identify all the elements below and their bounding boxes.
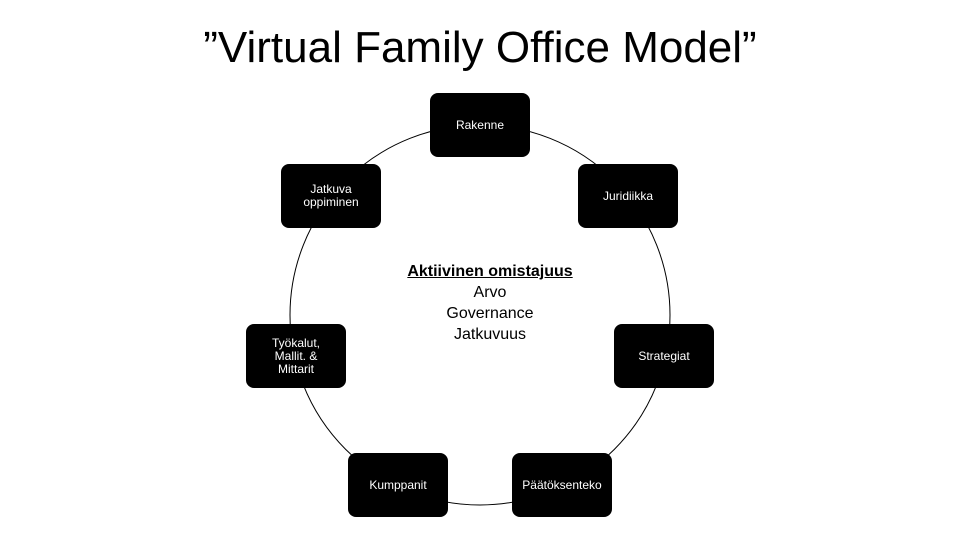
node-kumppanit: Kumppanit [348,453,448,517]
slide-title: ”Virtual Family Office Model” [203,23,757,72]
node-tyokalut: Työkalut, Mallit. & Mittarit [246,324,346,388]
center-line-governance: Governance [446,305,534,322]
node-juridiikka: Juridiikka [578,164,678,228]
node-paatoksenteko: Päätöksenteko [512,453,612,517]
node-strategiat: Strategiat [614,324,714,388]
node-jatkuva-oppiminen: Jatkuva oppiminen [281,164,381,228]
node-rakenne: Rakenne [430,93,530,157]
center-line-jatkuvuus: Jatkuvuus [453,326,527,343]
center-line-arvo: Arvo [473,284,507,301]
center-text: Aktiivinen omistajuus Arvo Governance Ja… [380,262,600,345]
center-heading: Aktiivinen omistajuus [407,263,573,280]
